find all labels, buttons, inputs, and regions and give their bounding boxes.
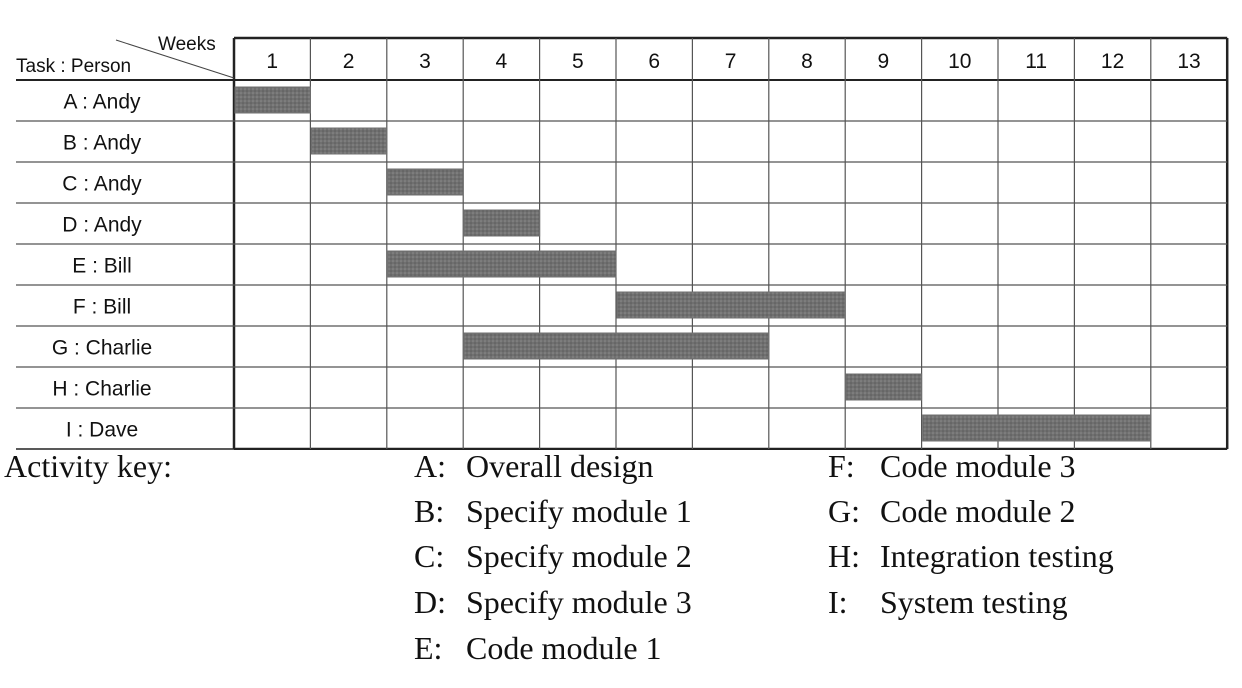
activity-key-title: Activity key:: [4, 448, 172, 484]
key-letter: A:: [414, 448, 446, 484]
key-text: Code module 3: [880, 448, 1076, 484]
key-text: Integration testing: [880, 538, 1114, 574]
key-item-i: I: System testing: [828, 584, 1068, 621]
key-letter: H:: [828, 538, 860, 574]
week-number-label: 9: [878, 50, 890, 73]
key-text: Overall design: [466, 448, 654, 484]
week-number-label: 8: [801, 50, 813, 73]
key-letter: B:: [414, 493, 445, 529]
week-number-label: 10: [948, 50, 971, 73]
task-row-label: I : Dave: [66, 419, 138, 442]
key-letter: E:: [414, 630, 443, 666]
key-letter: D:: [414, 584, 446, 620]
key-letter: F:: [828, 448, 855, 484]
task-row-label: H : Charlie: [52, 378, 151, 401]
week-number-label: 7: [725, 50, 737, 73]
key-item-g: G: Code module 2: [828, 493, 1076, 530]
task-person-header-label: Task : Person: [16, 56, 131, 77]
task-bar: [922, 414, 1152, 442]
task-row-label: A : Andy: [63, 91, 141, 114]
task-bar: [387, 250, 617, 278]
task-row-label: D : Andy: [62, 214, 142, 237]
task-bar: [387, 168, 464, 196]
key-item-b: B: Specify module 1: [414, 493, 692, 530]
task-bar: [845, 373, 923, 401]
key-letter: G:: [828, 493, 860, 529]
week-number-label: 12: [1101, 50, 1124, 73]
header-diagonal: [115, 39, 235, 79]
key-text: Code module 2: [880, 493, 1076, 529]
key-text: System testing: [880, 584, 1068, 620]
week-number-label: 6: [648, 50, 660, 73]
week-number-label: 1: [266, 50, 278, 73]
task-row-label: E : Bill: [72, 255, 132, 278]
key-item-a: A: Overall design: [414, 448, 654, 485]
task-bar: [310, 127, 388, 155]
gantt-grid: [16, 36, 1229, 450]
task-bar: [616, 291, 846, 319]
week-number-label: 2: [343, 50, 355, 73]
key-item-f: F: Code module 3: [828, 448, 1076, 485]
key-letter: C:: [414, 538, 445, 574]
task-row-label: F : Bill: [73, 296, 131, 319]
key-item-e: E: Code module 1: [414, 630, 662, 667]
task-bar: [234, 86, 311, 114]
week-number-label: 11: [1025, 50, 1047, 73]
week-number-label: 4: [496, 50, 508, 73]
task-bar: [463, 332, 770, 360]
key-text: Specify module 1: [466, 493, 692, 529]
week-number-label: 5: [572, 50, 584, 73]
key-item-d: D: Specify module 3: [414, 584, 692, 621]
weeks-header-label: Weeks: [158, 34, 216, 55]
task-row-label: G : Charlie: [52, 337, 152, 360]
key-letter: I:: [828, 584, 848, 620]
task-row-label: B : Andy: [63, 132, 142, 155]
key-text: Specify module 3: [466, 584, 692, 620]
week-number-label: 3: [419, 50, 431, 73]
week-number-label: 13: [1177, 50, 1200, 73]
key-item-c: C: Specify module 2: [414, 538, 692, 575]
task-bar: [463, 209, 541, 237]
key-item-h: H: Integration testing: [828, 538, 1114, 575]
key-text: Specify module 2: [466, 538, 692, 574]
task-row-label: C : Andy: [62, 173, 142, 196]
gantt-bars: [234, 86, 1152, 442]
key-text: Code module 1: [466, 630, 662, 666]
